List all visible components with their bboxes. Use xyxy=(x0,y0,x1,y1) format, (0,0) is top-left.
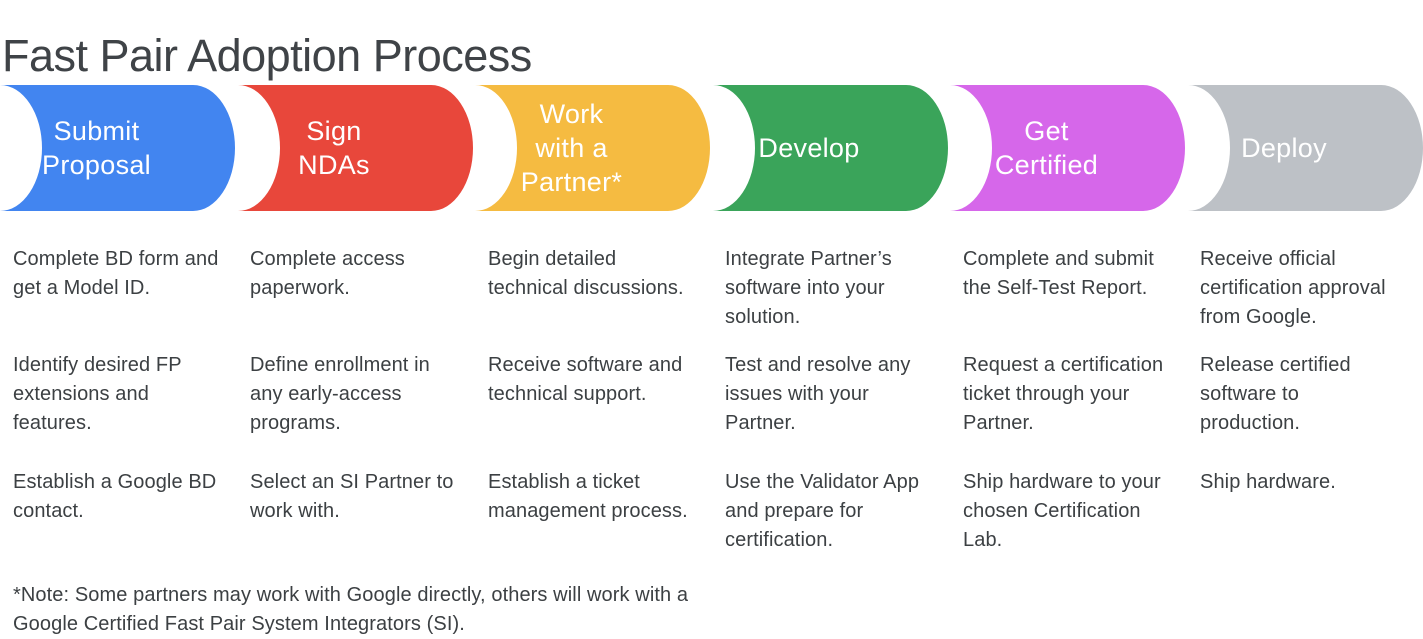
stage-description: Integrate Partner’s software into your s… xyxy=(725,248,892,328)
process-arrow-shape xyxy=(237,85,473,211)
stage-description: Establish a ticket management process. xyxy=(488,471,688,522)
stage-label-work-with-partner: Work with a Partner* xyxy=(520,99,623,197)
stage-shape-work-with-partner xyxy=(475,85,710,211)
stage-description: Begin detailed technical discussions. xyxy=(488,248,684,299)
stage-description: Receive official certification approval … xyxy=(1200,248,1386,328)
stage-shape-sign-ndas xyxy=(237,85,473,211)
stage-label-sign-ndas: Sign NDAs xyxy=(298,116,370,180)
footnote: *Note: Some partners may work with Googl… xyxy=(13,584,689,635)
process-arrow-shape xyxy=(475,85,710,211)
stage-description: Test and resolve any issues with your Pa… xyxy=(725,354,911,434)
stage-description: Complete access paperwork. xyxy=(250,248,405,299)
stage-shape-develop xyxy=(712,85,948,211)
stage-shape-get-certified xyxy=(950,85,1185,211)
process-arrow-shape xyxy=(950,85,1185,211)
stage-description: Complete and submit the Self-Test Report… xyxy=(963,248,1154,299)
stage-label-submit-proposal: Submit Proposal xyxy=(42,116,151,180)
stage-shape-submit-proposal xyxy=(0,85,235,211)
stage-description: Establish a Google BD contact. xyxy=(13,471,217,522)
stage-description: Request a certification ticket through y… xyxy=(963,354,1164,434)
stage-label-deploy: Deploy xyxy=(1241,133,1327,163)
stage-description: Select an SI Partner to work with. xyxy=(250,471,454,522)
process-arrow-shape xyxy=(1187,85,1423,211)
stage-description: Use the Validator App and prepare for ce… xyxy=(725,471,920,551)
stage-label-develop: Develop xyxy=(758,133,860,163)
stage-description: Ship hardware to your chosen Certificati… xyxy=(963,471,1161,551)
process-arrow-shape xyxy=(712,85,948,211)
stage-description: Define enrollment in any early-access pr… xyxy=(250,354,430,434)
stage-description: Ship hardware. xyxy=(1200,471,1336,493)
stage-description: Release certified software to production… xyxy=(1200,354,1351,434)
stage-description: Identify desired FP extensions and featu… xyxy=(13,354,182,434)
stage-label-get-certified: Get Certified xyxy=(994,116,1099,180)
page-title: Fast Pair Adoption Process xyxy=(2,30,532,82)
stage-description: Receive software and technical support. xyxy=(488,354,683,405)
stage-shape-deploy xyxy=(1187,85,1423,211)
process-arrow-shape xyxy=(0,85,235,211)
stage-description: Complete BD form and get a Model ID. xyxy=(13,248,219,299)
